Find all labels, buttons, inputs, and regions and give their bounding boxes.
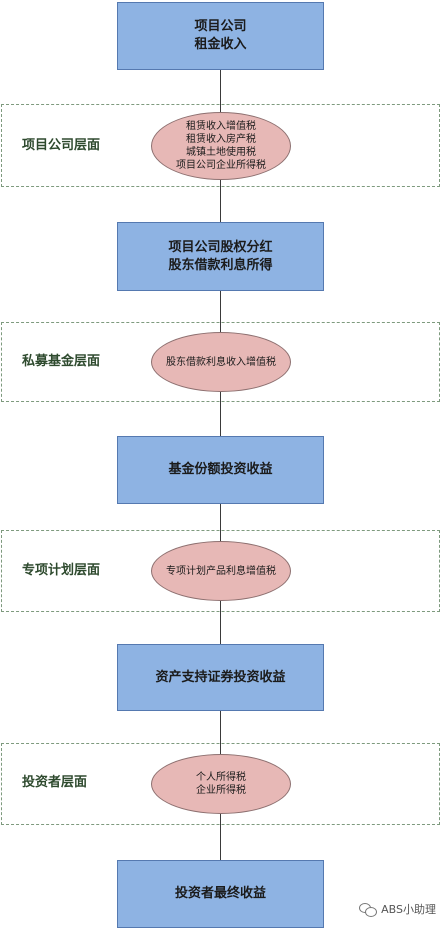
tax-ellipse-private-fund: 股东借款利息收入增值税 bbox=[151, 332, 291, 392]
watermark: ABS小助理 bbox=[359, 901, 436, 917]
tax-ellipse-investor: 个人所得税 企业所得税 bbox=[151, 754, 291, 814]
flow-box-fund-share-income: 基金份额投资收益 bbox=[117, 436, 324, 504]
layer-label-private-fund: 私募基金层面 bbox=[22, 354, 101, 369]
wechat-icon bbox=[359, 903, 378, 917]
layer-label-project-company: 项目公司层面 bbox=[22, 138, 101, 153]
layer-private-fund bbox=[1, 322, 440, 402]
layer-project-company bbox=[1, 104, 440, 187]
flow-box-project-company-rent-income: 项目公司 租金收入 bbox=[117, 2, 324, 70]
layer-label-investor: 投资者层面 bbox=[22, 775, 88, 790]
flow-box-abs-investment-income: 资产支持证券投资收益 bbox=[117, 644, 324, 711]
layer-special-plan bbox=[1, 530, 440, 612]
watermark-text: ABS小助理 bbox=[381, 903, 436, 916]
tax-ellipse-special-plan: 专项计划产品利息增值税 bbox=[151, 541, 291, 601]
layer-label-special-plan: 专项计划层面 bbox=[22, 563, 101, 578]
layer-investor bbox=[1, 743, 440, 825]
flow-box-equity-dividend-loan-interest: 项目公司股权分红 股东借款利息所得 bbox=[117, 222, 324, 291]
tax-ellipse-project-company: 租赁收入增值税 租赁收入房产税 城镇土地使用税 项目公司企业所得税 bbox=[151, 112, 291, 180]
flow-box-investor-final-income: 投资者最终收益 bbox=[117, 860, 324, 928]
